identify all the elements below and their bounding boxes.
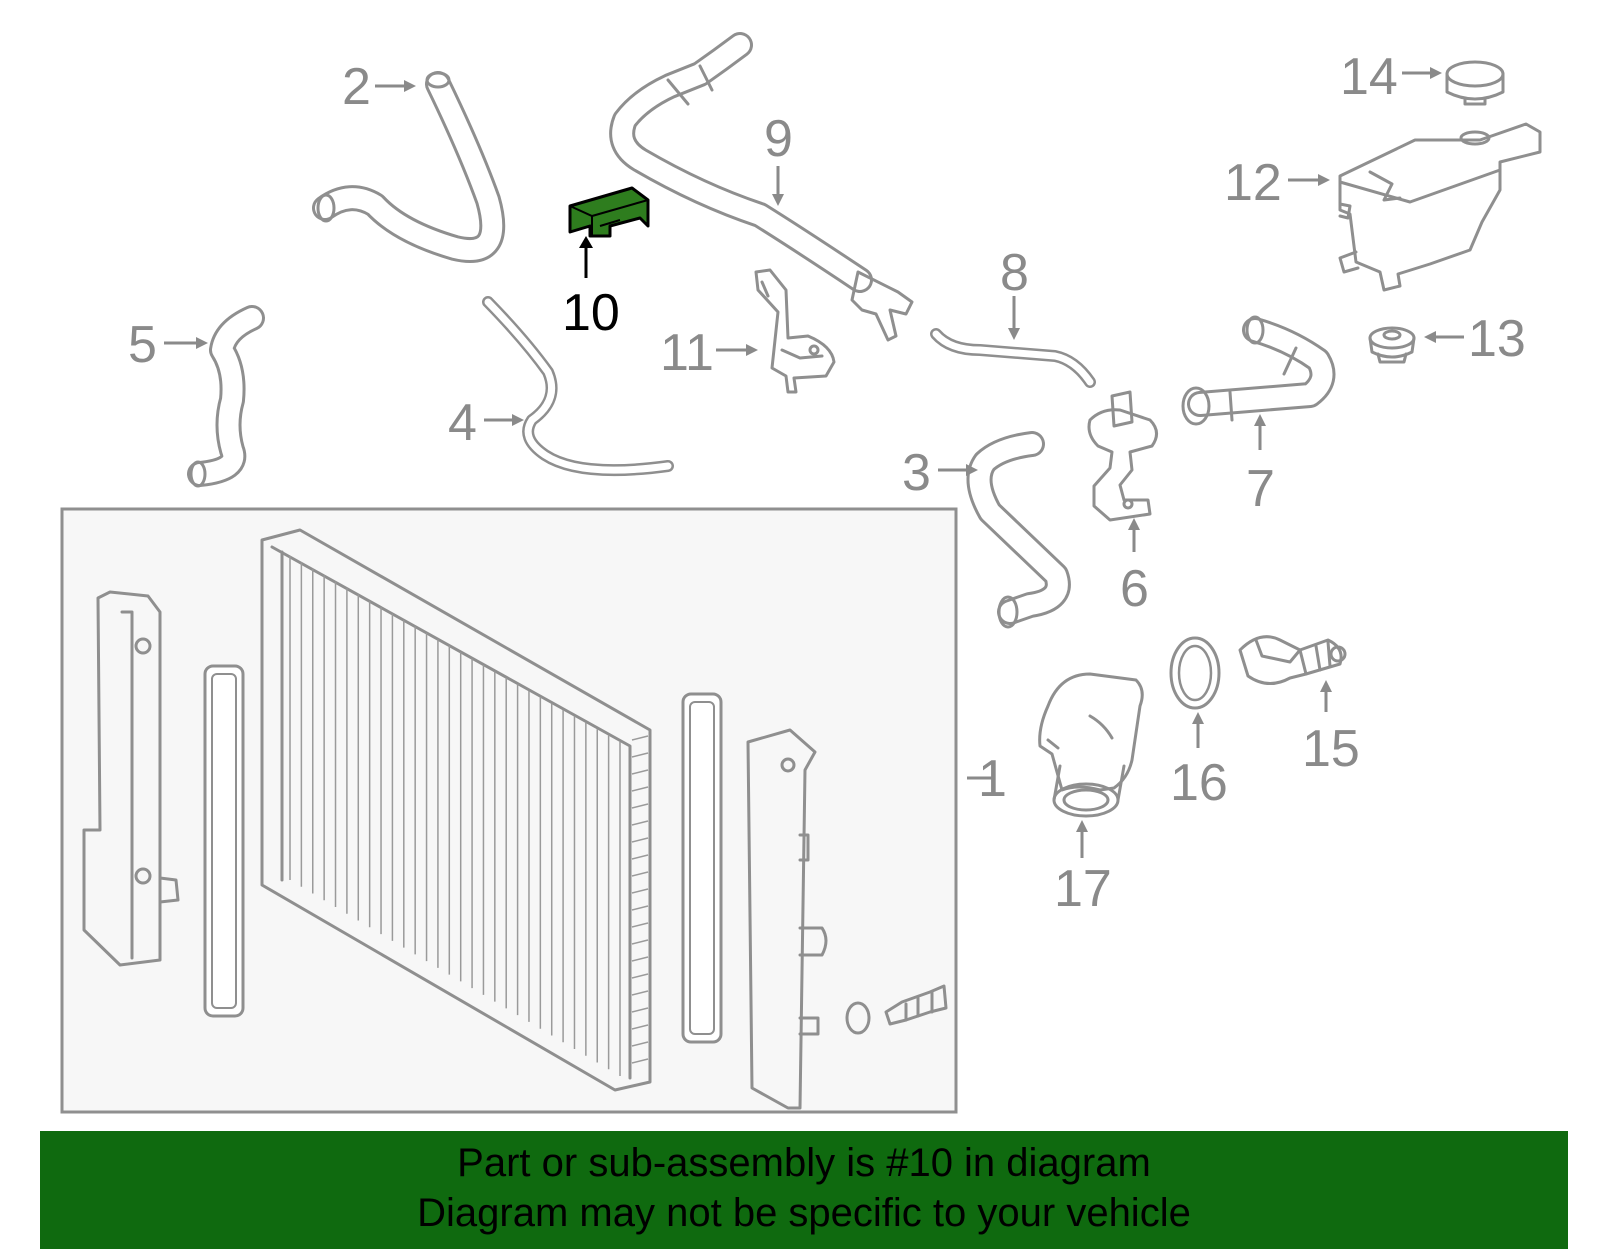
hose-9 bbox=[609, 32, 914, 342]
callout-10: 10 bbox=[562, 284, 620, 342]
hose-7 bbox=[1181, 315, 1336, 426]
callout-leaders bbox=[164, 67, 1464, 858]
callout-16-leader bbox=[1192, 712, 1204, 748]
gasket-16 bbox=[1169, 636, 1221, 710]
callout-7-leader bbox=[1254, 414, 1266, 450]
drain-plug bbox=[845, 984, 948, 1035]
grommet-13 bbox=[1368, 326, 1416, 364]
banner-disclaimer: Diagram may not be specific to your vehi… bbox=[417, 1191, 1191, 1235]
callout-7: 7 bbox=[1246, 460, 1275, 518]
callout-2: 2 bbox=[342, 58, 371, 116]
part-10-clip bbox=[568, 186, 650, 278]
callout-15: 15 bbox=[1302, 720, 1360, 778]
callout-4-leader bbox=[484, 414, 524, 426]
callout-9-leader bbox=[772, 166, 784, 206]
reservoir-tank-12 bbox=[1338, 122, 1542, 292]
pipe-4 bbox=[482, 296, 674, 477]
callout-11-leader bbox=[716, 344, 758, 356]
callout-4: 4 bbox=[448, 394, 477, 452]
callout-3: 3 bbox=[902, 444, 931, 502]
callout-17-leader bbox=[1076, 820, 1088, 858]
callout-2-leader bbox=[375, 80, 416, 92]
thermostat-15 bbox=[1238, 635, 1347, 685]
callout-5: 5 bbox=[128, 316, 157, 374]
radiator-right-seal bbox=[681, 692, 723, 1044]
hose-3 bbox=[966, 431, 1071, 629]
radiator-left-tank bbox=[82, 590, 180, 967]
callout-16: 16 bbox=[1170, 754, 1228, 812]
callout-12-leader bbox=[1288, 174, 1330, 186]
radiator-right-tank bbox=[746, 728, 828, 1110]
callout-6-leader bbox=[1128, 518, 1140, 552]
callout-3-leader bbox=[938, 464, 978, 476]
info-banner: Part or sub-assembly is #10 in diagram D… bbox=[40, 1131, 1568, 1249]
callout-9: 9 bbox=[764, 110, 793, 168]
pipe-8 bbox=[930, 328, 1096, 388]
bracket-11 bbox=[754, 268, 836, 394]
hose-2 bbox=[312, 71, 506, 263]
callout-8: 8 bbox=[1000, 244, 1029, 302]
callout-12: 12 bbox=[1224, 154, 1282, 212]
callout-15-leader bbox=[1320, 680, 1332, 712]
radiator-core bbox=[260, 528, 652, 1092]
callout-5-leader bbox=[164, 337, 208, 349]
cap-14 bbox=[1445, 60, 1505, 106]
radiator-assembly bbox=[60, 507, 992, 1114]
callout-labels: 1 2 3 4 5 6 7 8 9 10 11 12 13 14 15 16 1… bbox=[128, 48, 1526, 918]
callout-1: 1 bbox=[978, 750, 1007, 808]
callout-6: 6 bbox=[1120, 560, 1149, 618]
callout-11: 11 bbox=[660, 324, 714, 382]
callout-14-leader bbox=[1402, 67, 1442, 79]
hose-5 bbox=[187, 305, 265, 488]
callout-8-leader bbox=[1008, 296, 1020, 340]
banner-part-note: Part or sub-assembly is #10 in diagram bbox=[457, 1141, 1151, 1185]
water-inlet-17 bbox=[1038, 672, 1144, 818]
outlet-6 bbox=[1087, 390, 1158, 522]
callout-17: 17 bbox=[1054, 860, 1112, 918]
callout-13: 13 bbox=[1468, 310, 1526, 368]
callout-14: 14 bbox=[1340, 48, 1398, 106]
callout-13-leader bbox=[1424, 331, 1464, 343]
radiator-left-seal bbox=[203, 664, 245, 1018]
